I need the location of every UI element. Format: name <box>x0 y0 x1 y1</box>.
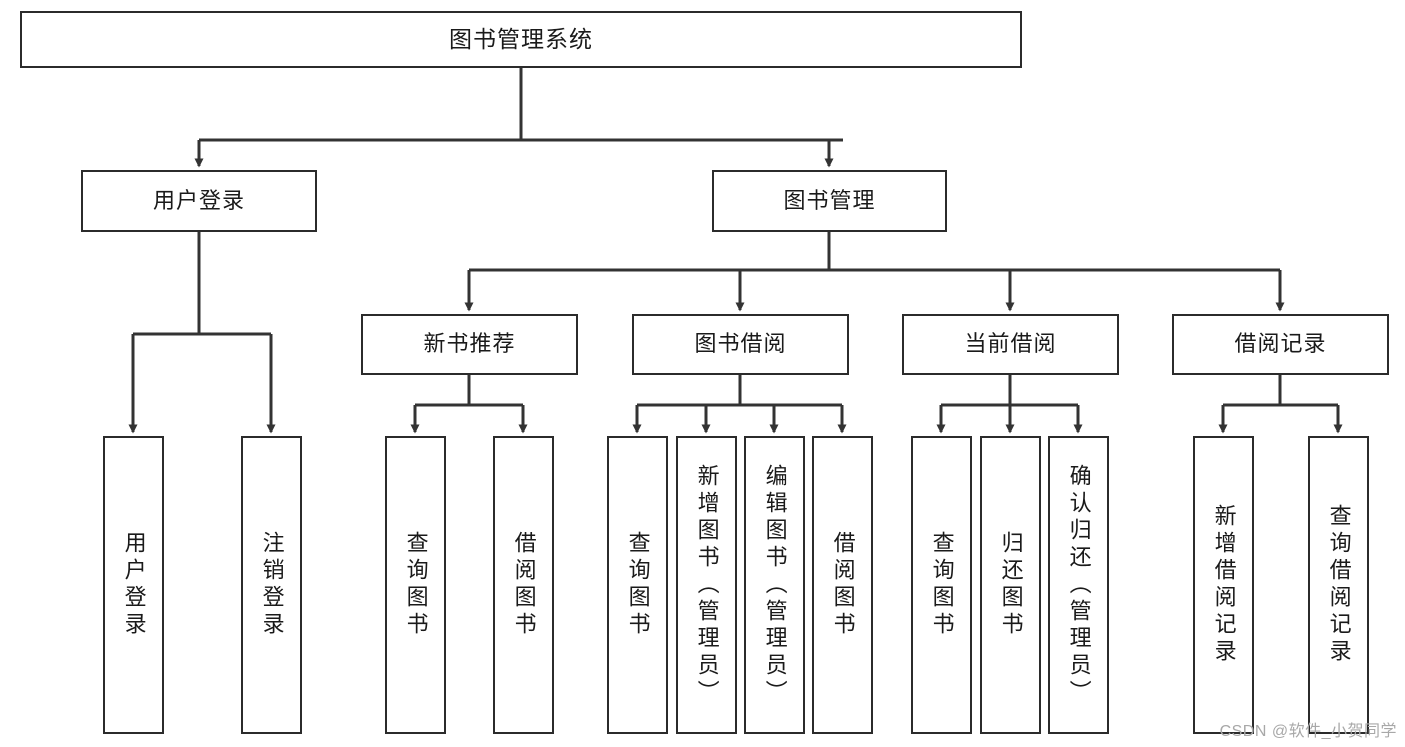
leaf-book-borrow-add-admin[interactable]: 新增图书（管理员） <box>676 436 737 734</box>
node-user-login-label: 用户登录 <box>152 187 245 213</box>
leaf-label: 归还图书 <box>998 531 1024 639</box>
node-user-login[interactable]: 用户登录 <box>81 170 317 232</box>
leaf-label: 查询借阅记录 <box>1326 504 1352 666</box>
leaf-borrow-record-query[interactable]: 查询借阅记录 <box>1308 436 1369 734</box>
leaf-label: 借阅图书 <box>511 531 537 639</box>
leaf-current-borrow-return[interactable]: 归还图书 <box>980 436 1041 734</box>
node-root-system[interactable]: 图书管理系统 <box>20 11 1022 68</box>
node-book-management-label: 图书管理 <box>783 187 876 213</box>
node-new-book-recommend-label: 新书推荐 <box>423 331 516 357</box>
leaf-book-borrow-query[interactable]: 查询图书 <box>607 436 668 734</box>
leaf-user-login-logout[interactable]: 注销登录 <box>241 436 302 734</box>
leaf-book-borrow-borrow[interactable]: 借阅图书 <box>812 436 873 734</box>
leaf-new-book-borrow[interactable]: 借阅图书 <box>493 436 554 734</box>
leaf-book-borrow-edit-admin[interactable]: 编辑图书（管理员） <box>744 436 805 734</box>
node-borrow-record-label: 借阅记录 <box>1234 331 1327 357</box>
leaf-label: 注销登录 <box>259 531 285 639</box>
leaf-label: 确认归还（管理员） <box>1066 463 1092 707</box>
leaf-current-borrow-confirm-admin[interactable]: 确认归还（管理员） <box>1048 436 1109 734</box>
leaf-label: 新增图书（管理员） <box>694 463 720 707</box>
leaf-new-book-query[interactable]: 查询图书 <box>385 436 446 734</box>
node-book-borrow[interactable]: 图书借阅 <box>632 314 849 375</box>
node-book-management[interactable]: 图书管理 <box>712 170 947 232</box>
leaf-borrow-record-add[interactable]: 新增借阅记录 <box>1193 436 1254 734</box>
leaf-label: 用户登录 <box>121 531 147 639</box>
node-current-borrow[interactable]: 当前借阅 <box>902 314 1119 375</box>
node-root-label: 图书管理系统 <box>449 25 593 52</box>
leaf-label: 新增借阅记录 <box>1211 504 1237 666</box>
node-current-borrow-label: 当前借阅 <box>964 331 1057 357</box>
leaf-user-login-login[interactable]: 用户登录 <box>103 436 164 734</box>
leaf-label: 查询图书 <box>625 531 651 639</box>
node-new-book-recommend[interactable]: 新书推荐 <box>361 314 578 375</box>
leaf-label: 查询图书 <box>403 531 429 639</box>
leaf-current-borrow-query[interactable]: 查询图书 <box>911 436 972 734</box>
node-borrow-record[interactable]: 借阅记录 <box>1172 314 1389 375</box>
leaf-label: 查询图书 <box>929 531 955 639</box>
leaf-label: 编辑图书（管理员） <box>762 463 788 707</box>
node-book-borrow-label: 图书借阅 <box>694 331 787 357</box>
leaf-label: 借阅图书 <box>830 531 856 639</box>
